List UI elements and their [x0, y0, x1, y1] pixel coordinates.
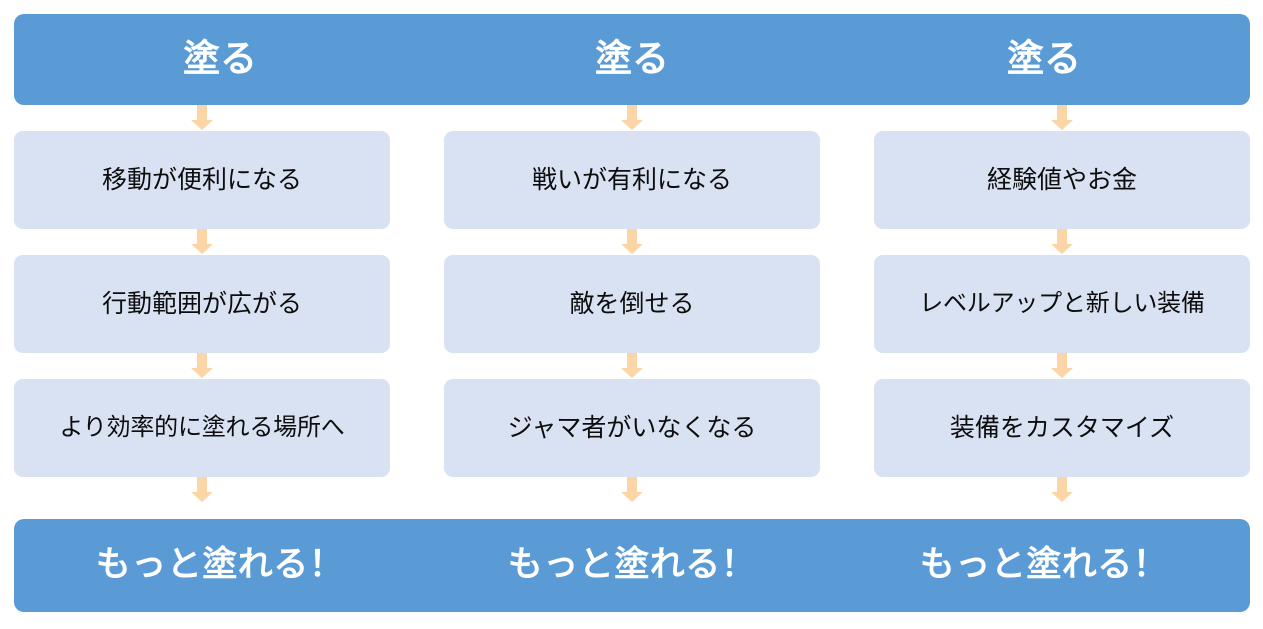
flow-columns: 移動が便利になる 行動範囲が広がる より効率的に塗れる場所へ: [14, 105, 1250, 519]
flow-column-rewards: 経験値やお金 レベルアップと新しい装備 装備をカスタマイズ: [874, 105, 1250, 519]
arrow-down-icon: [190, 229, 214, 255]
flow-column-combat: 戦いが有利になる 敵を倒せる ジャマ者がいなくなる: [444, 105, 820, 519]
step-label: 戦いが有利になる: [531, 166, 732, 194]
step-box: より効率的に塗れる場所へ: [14, 379, 390, 477]
step-box: 敵を倒せる: [444, 255, 820, 353]
arrow-down-icon: [1050, 353, 1074, 379]
step-box: 経験値やお金: [874, 131, 1250, 229]
top-banner: 塗る 塗る 塗る: [14, 14, 1250, 105]
arrow-down-icon: [620, 477, 644, 503]
step-label: ジャマ者がいなくなる: [507, 414, 757, 442]
bottom-banner-label-3: もっと塗れる！: [919, 545, 1169, 585]
flow-column-mobility: 移動が便利になる 行動範囲が広がる より効率的に塗れる場所へ: [14, 105, 390, 519]
step-box: 装備をカスタマイズ: [874, 379, 1250, 477]
step-label: 装備をカスタマイズ: [949, 414, 1175, 442]
step-label: 行動範囲が広がる: [101, 290, 302, 318]
step-box: ジャマ者がいなくなる: [444, 379, 820, 477]
arrow-down-icon: [620, 229, 644, 255]
top-banner-label-2: 塗る: [595, 38, 669, 80]
step-box: 移動が便利になる: [14, 131, 390, 229]
bottom-banner: もっと塗れる！ もっと塗れる！ もっと塗れる！: [14, 519, 1250, 612]
arrow-down-icon: [1050, 229, 1074, 255]
top-banner-label-3: 塗る: [1007, 38, 1081, 80]
arrow-down-icon: [190, 477, 214, 503]
step-box: 戦いが有利になる: [444, 131, 820, 229]
arrow-down-icon: [1050, 477, 1074, 503]
step-label: 移動が便利になる: [101, 166, 302, 194]
top-banner-label-1: 塗る: [183, 38, 257, 80]
arrow-down-icon: [620, 105, 644, 131]
step-label: 敵を倒せる: [569, 290, 695, 318]
step-box: 行動範囲が広がる: [14, 255, 390, 353]
bottom-banner-label-2: もっと塗れる！: [507, 545, 757, 585]
arrow-down-icon: [190, 353, 214, 379]
step-label: レベルアップと新しい装備: [919, 289, 1205, 317]
arrow-down-icon: [1050, 105, 1074, 131]
step-box: レベルアップと新しい装備: [874, 255, 1250, 353]
step-label: 経験値やお金: [986, 166, 1137, 194]
arrow-down-icon: [190, 105, 214, 131]
step-label: より効率的に塗れる場所へ: [59, 413, 345, 441]
bottom-banner-label-1: もっと塗れる！: [95, 545, 345, 585]
arrow-down-icon: [620, 353, 644, 379]
